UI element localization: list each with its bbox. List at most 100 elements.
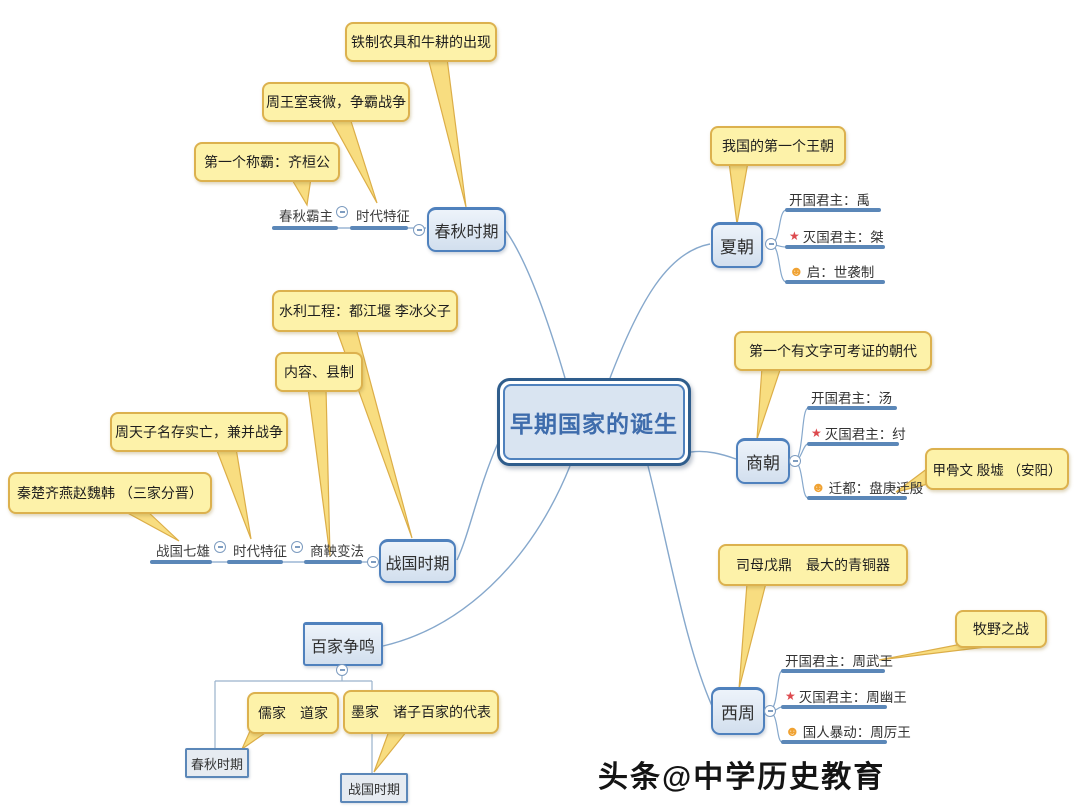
subitem-chunqiu-feature[interactable]: 时代特征	[356, 209, 410, 224]
item-xizhou-last-ruler[interactable]: ★ 灭国君主：周幽王	[785, 686, 907, 706]
subitem-zhanguo-reform[interactable]: 商鞅变法	[310, 544, 364, 559]
node-baijia[interactable]: 百家争鸣	[303, 622, 383, 666]
watermark: 头条@中学历史教育	[598, 761, 886, 794]
star-icon: ★	[789, 229, 800, 243]
callout-text: 内容、县制	[284, 364, 354, 380]
callout-text: 牧野之战	[973, 621, 1029, 637]
subitem-underline	[350, 226, 408, 230]
minus-icon	[370, 561, 376, 563]
item-underline	[785, 245, 885, 249]
item-underline	[785, 208, 881, 212]
minus-icon	[767, 710, 773, 712]
callout-zhanguo-annexation[interactable]: 周天子名存实亡，兼并战争	[110, 412, 288, 452]
minus-icon	[416, 229, 422, 231]
minus-icon	[792, 460, 798, 462]
item-underline	[781, 669, 885, 673]
callout-shang-oracle-bones[interactable]: 甲骨文 殷墟 （安阳）	[925, 448, 1069, 490]
item-text: 灭国君主：周幽王	[798, 690, 907, 705]
item-shang-capital-move[interactable]: ☻ 迁都：盘庚迁殷	[811, 477, 923, 497]
callout-zhanguo-county-system[interactable]: 内容、县制	[275, 352, 363, 392]
item-underline	[781, 740, 887, 744]
branch-curves	[382, 230, 737, 707]
smiley-icon: ☻	[811, 479, 826, 495]
callout-chunqiu-iron-tools[interactable]: 铁制农具和牛耕的出现	[345, 22, 497, 62]
subitem-chunqiu-hegemon[interactable]: 春秋霸主	[279, 209, 333, 224]
node-xizhou-label: 西周	[721, 704, 755, 723]
node-shang-label: 商朝	[746, 454, 780, 473]
item-shang-founder[interactable]: 开国君主：汤	[811, 387, 892, 407]
callout-text: 司母戊鼎 最大的青铜器	[736, 557, 890, 573]
minus-icon	[339, 669, 345, 671]
callout-baijia-rujia-daojia[interactable]: 儒家 道家	[247, 692, 339, 734]
subitem-zhanguo-feature[interactable]: 时代特征	[233, 544, 287, 559]
callout-text: 儒家 道家	[258, 705, 328, 721]
star-icon: ★	[811, 426, 822, 440]
node-xia-label: 夏朝	[720, 238, 754, 257]
item-shang-last-ruler[interactable]: ★ 灭国君主：纣	[811, 423, 906, 443]
callout-chunqiu-zhou-decline[interactable]: 周王室衰微，争霸战争	[262, 82, 410, 122]
item-text: 开国君主：周武王	[785, 654, 893, 669]
item-text: 灭国君主：纣	[824, 427, 906, 442]
callout-tails	[121, 57, 987, 773]
central-topic[interactable]: 早期国家的诞生	[497, 378, 691, 466]
callout-text: 甲骨文 殷墟 （安阳）	[932, 463, 1062, 478]
minibox-label: 春秋时期	[190, 756, 243, 772]
item-text: 开国君主：禹	[789, 193, 870, 208]
callout-chunqiu-first-hegemon[interactable]: 第一个称霸：齐桓公	[194, 142, 340, 182]
item-xia-last-ruler[interactable]: ★ 灭国君主：桀	[789, 226, 884, 246]
subitem-underline	[150, 560, 212, 564]
collapse-toggle-zhanguo-mid1[interactable]	[214, 541, 226, 553]
collapse-toggle-xizhou[interactable]	[764, 705, 776, 717]
star-icon: ★	[785, 689, 796, 703]
callout-text: 周王室衰微，争霸战争	[266, 94, 406, 110]
central-topic-inner: 早期国家的诞生	[503, 384, 685, 460]
collapse-toggle-chunqiu-mid[interactable]	[336, 206, 348, 218]
minus-icon	[339, 211, 345, 213]
item-underline	[781, 705, 887, 709]
item-underline	[807, 442, 899, 446]
item-xizhou-rebellion[interactable]: ☻ 国人暴动：周厉王	[785, 721, 911, 741]
node-zhanguo[interactable]: 战国时期	[379, 539, 456, 583]
collapse-toggle-shang[interactable]	[789, 455, 801, 467]
node-baijia-zhanguo[interactable]: 战国时期	[340, 773, 408, 803]
collapse-toggle-chunqiu[interactable]	[413, 224, 425, 236]
callout-baijia-mojia[interactable]: 墨家 诸子百家的代表	[343, 690, 499, 734]
item-xizhou-founder[interactable]: 开国君主：周武王	[785, 650, 893, 670]
callout-zhanguo-seven-states-names[interactable]: 秦楚齐燕赵魏韩 （三家分晋）	[8, 472, 212, 514]
callout-xia-first-dynasty[interactable]: 我国的第一个王朝	[710, 126, 846, 166]
collapse-toggle-xia[interactable]	[765, 238, 777, 250]
node-zhanguo-label: 战国时期	[385, 555, 450, 573]
callout-shang-writing[interactable]: 第一个有文字可考证的朝代	[734, 331, 932, 371]
item-text: 开国君主：汤	[811, 391, 892, 406]
subitem-underline	[304, 560, 362, 564]
callout-text: 水利工程：都江堰 李冰父子	[279, 303, 451, 319]
item-text: 灭国君主：桀	[802, 230, 884, 245]
callout-text: 周天子名存实亡，兼并战争	[115, 424, 283, 440]
collapse-toggle-zhanguo-mid2[interactable]	[291, 541, 303, 553]
callout-zhanguo-waterworks[interactable]: 水利工程：都江堰 李冰父子	[272, 290, 458, 332]
smiley-icon: ☻	[789, 263, 804, 279]
callout-xizhou-muye-battle[interactable]: 牧野之战	[955, 610, 1047, 648]
node-chunqiu[interactable]: 春秋时期	[427, 207, 506, 252]
callout-text: 铁制农具和牛耕的出现	[351, 34, 491, 50]
item-underline	[807, 406, 897, 410]
minibox-label: 战国时期	[347, 781, 400, 797]
item-xia-heredity[interactable]: ☻ 启：世袭制	[789, 261, 874, 281]
callout-text: 我国的第一个王朝	[722, 138, 834, 154]
node-baijia-chunqiu[interactable]: 春秋时期	[185, 748, 249, 778]
subitem-zhanguo-seven-states[interactable]: 战国七雄	[156, 544, 210, 559]
item-text: 国人暴动：周厉王	[802, 725, 911, 740]
callout-xizhou-bronze[interactable]: 司母戊鼎 最大的青铜器	[718, 544, 908, 586]
node-shang[interactable]: 商朝	[736, 438, 790, 484]
node-xia[interactable]: 夏朝	[711, 222, 763, 268]
item-underline	[807, 496, 907, 500]
callout-text: 第一个称霸：齐桓公	[204, 154, 330, 170]
collapse-toggle-baijia[interactable]	[336, 664, 348, 676]
node-xizhou[interactable]: 西周	[711, 687, 765, 735]
minus-icon	[768, 243, 774, 245]
collapse-toggle-zhanguo[interactable]	[367, 556, 379, 568]
item-text: 迁都：盘庚迁殷	[828, 481, 924, 496]
item-xia-founder[interactable]: 开国君主：禹	[789, 189, 870, 209]
